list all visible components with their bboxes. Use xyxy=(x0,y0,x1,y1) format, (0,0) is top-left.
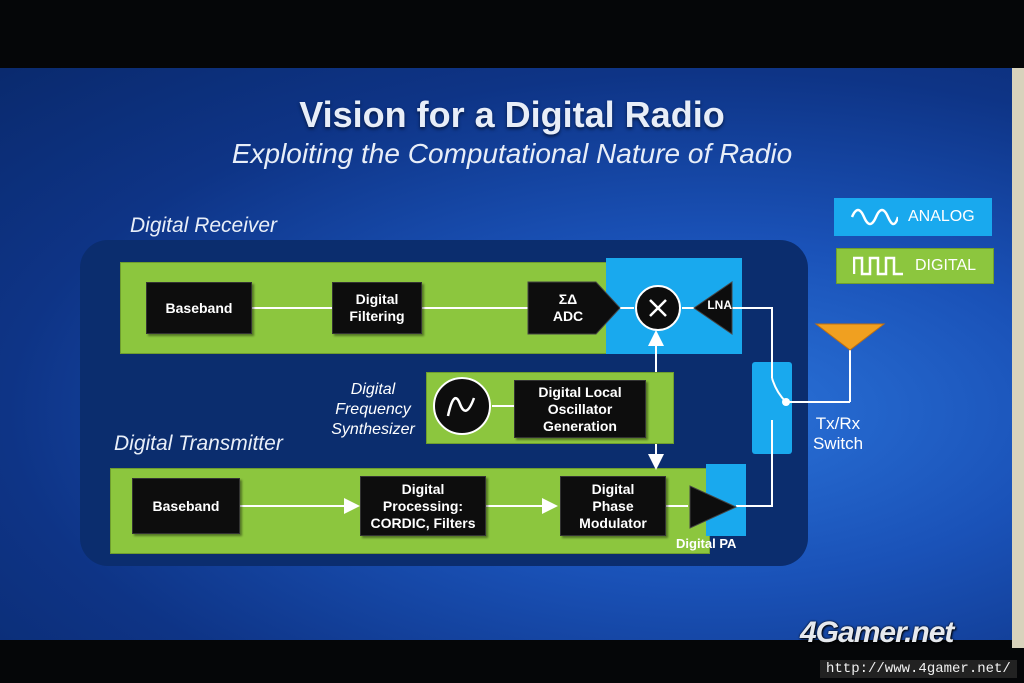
antenna-icon xyxy=(814,323,886,351)
tx-rx-switch-label: Tx/Rx Switch xyxy=(812,414,864,453)
local-oscillator-block: Digital Local Oscillator Generation xyxy=(514,380,646,438)
sine-wave-icon xyxy=(850,208,898,226)
watermark-url: http://www.4gamer.net/ xyxy=(820,660,1017,678)
watermark-logo: 4Gamer.net xyxy=(800,616,954,649)
switch-pivot xyxy=(782,398,790,406)
signal-lines xyxy=(240,307,851,514)
adc-block-label: ΣΔ ADC xyxy=(552,291,584,324)
receiver-section-label: Digital Receiver xyxy=(130,214,278,237)
legend-analog: ANALOG xyxy=(834,198,992,236)
adc-block-shape xyxy=(527,281,621,335)
oscillator-wave xyxy=(446,396,476,417)
legend-analog-label: ANALOG xyxy=(908,208,975,225)
mixer-cross xyxy=(649,299,667,317)
slide-title: Vision for a Digital Radio xyxy=(299,94,725,135)
digital-processing-block: Digital Processing: CORDIC, Filters xyxy=(360,476,486,536)
legend-digital: DIGITAL xyxy=(836,248,994,284)
transmitter-section-label: Digital Transmitter xyxy=(114,432,283,455)
transmitter-baseband-block: Baseband xyxy=(132,478,240,534)
digital-pa-label: Digital PA xyxy=(676,536,737,551)
lna-label: LNA xyxy=(707,298,732,312)
phase-modulator-block: Digital Phase Modulator xyxy=(560,476,666,536)
receiver-baseband-block: Baseband xyxy=(146,282,252,334)
legend-digital-label: DIGITAL xyxy=(915,257,977,274)
slide-subtitle: Exploiting the Computational Nature of R… xyxy=(231,138,793,169)
square-wave-icon xyxy=(853,256,903,276)
power-amplifier-icon xyxy=(689,485,738,529)
lna-amplifier-icon xyxy=(693,281,733,335)
synthesizer-label: Digital Frequency Synthesizer xyxy=(331,381,415,438)
digital-filtering-block: Digital Filtering xyxy=(332,282,422,334)
screen-edge xyxy=(1012,68,1024,648)
